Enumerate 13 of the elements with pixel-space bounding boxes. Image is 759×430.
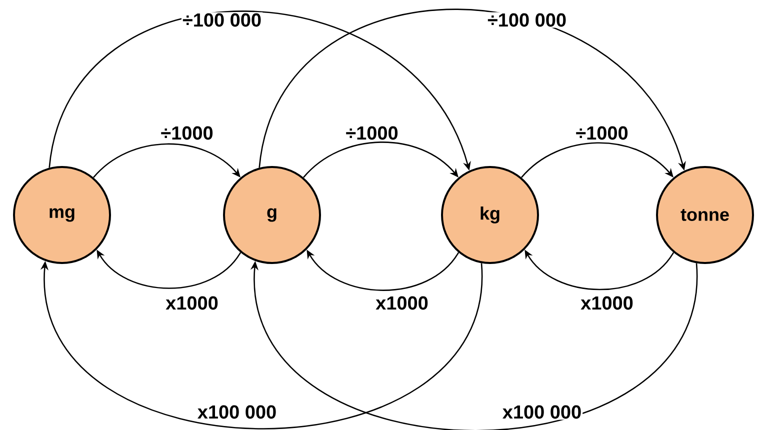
edge-label: ÷100 000 (486, 12, 568, 28)
edge-label: x1000 (374, 295, 430, 311)
edge-label: x1000 (164, 295, 220, 311)
arrow (521, 142, 674, 178)
edge-label: ÷1000 (574, 125, 630, 141)
edge-label: x100 000 (196, 404, 278, 420)
edge-label: x100 000 (501, 404, 583, 420)
edge-label: ÷1000 (160, 125, 214, 141)
arrow (93, 143, 240, 178)
arrow (303, 142, 458, 178)
edge-label: x1000 (580, 295, 634, 311)
edge-label: ÷1000 (344, 125, 400, 141)
edge-label: ÷100 000 (181, 12, 263, 28)
